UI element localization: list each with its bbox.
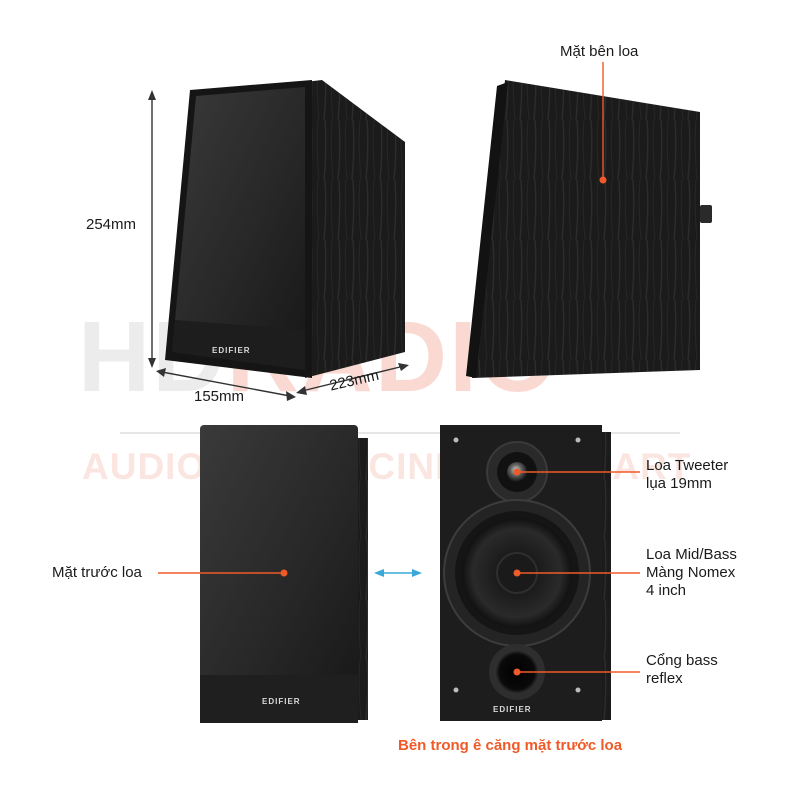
- port-marker-dot: [513, 668, 521, 676]
- watermark-divider: [120, 432, 680, 434]
- side-panel: [472, 80, 700, 378]
- midbass-label: Loa Mid/Bass Màng Nomex 4 inch: [646, 546, 737, 600]
- midbass-label-line2: Màng Nomex: [646, 564, 736, 581]
- speaker-front-with-grille: EDIFIER: [158, 425, 368, 723]
- grille-logo: EDIFIER: [262, 697, 301, 706]
- port-label: Cổng bass reflex: [646, 652, 718, 688]
- port-label-line1: Cổng bass: [646, 652, 718, 669]
- midbass-label-line3: 4 inch: [646, 582, 687, 599]
- tweeter-label-line1: Loa Tweeter: [646, 457, 729, 474]
- speaker-angled-view: EDIFIER: [165, 80, 405, 378]
- bottom-caption: Bên trong ê căng mặt trước loa: [398, 737, 623, 754]
- side-label: Mặt bên loa: [560, 43, 639, 60]
- angled-side-panel: [305, 80, 405, 378]
- front-label: Mặt trước loa: [52, 564, 142, 581]
- angled-front-grille: [172, 87, 305, 370]
- tweeter-marker-dot: [513, 468, 521, 476]
- height-label: 254mm: [86, 216, 137, 233]
- width-label: 155mm: [194, 388, 245, 405]
- depth-dimension-arrow: [296, 363, 409, 395]
- baffle-logo: EDIFIER: [493, 705, 532, 714]
- swap-arrow: [374, 569, 422, 577]
- angled-logo: EDIFIER: [212, 346, 251, 355]
- front-grille: [200, 425, 358, 723]
- woofer-marker-dot: [513, 569, 521, 577]
- tweeter-label: Loa Tweeter lụa 19mm: [646, 457, 728, 493]
- height-dimension-arrow: [148, 90, 156, 368]
- port-label-line2: reflex: [646, 670, 683, 687]
- speaker-front-no-grille: EDIFIER: [440, 425, 640, 721]
- speaker-side-view: [466, 62, 712, 378]
- midbass-label-line1: Loa Mid/Bass: [646, 546, 737, 563]
- side-marker-dot: [599, 176, 607, 184]
- width-dimension-arrow: [156, 368, 296, 401]
- tweeter-label-line2: lụa 19mm: [646, 475, 712, 492]
- front-marker-dot: [280, 569, 288, 577]
- side-knob: [700, 205, 712, 223]
